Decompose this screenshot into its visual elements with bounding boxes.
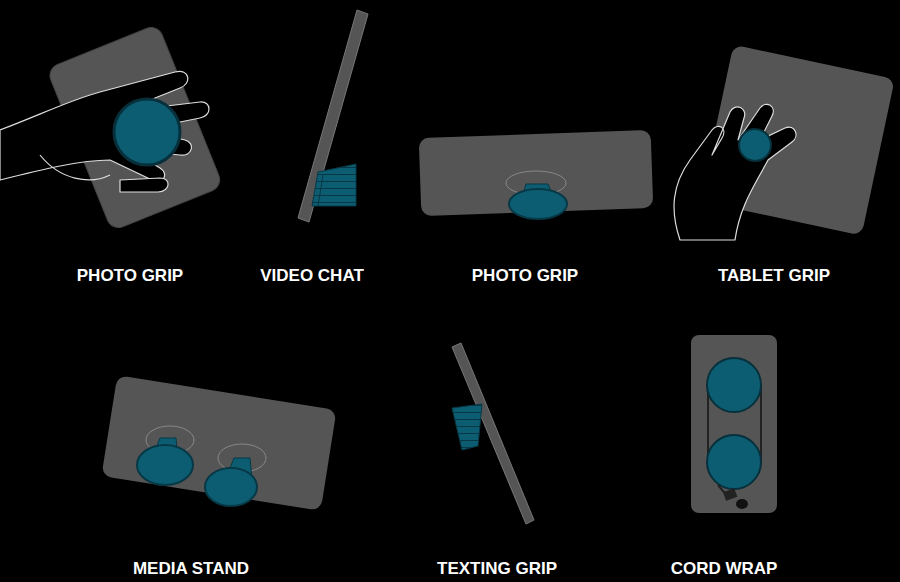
caption-label: MEDIA STAND xyxy=(133,559,249,579)
caption-label: CORD WRAP xyxy=(671,559,778,579)
texting-grip xyxy=(452,343,534,524)
photo-grip-hand xyxy=(0,24,223,231)
media-stand xyxy=(101,375,336,510)
caption-label: PHOTO GRIP xyxy=(77,266,183,286)
video-chat-stand xyxy=(298,10,368,222)
caption-label: VIDEO CHAT xyxy=(260,266,364,286)
caption-label: TEXTING GRIP xyxy=(437,559,557,579)
photo-grip-stand xyxy=(419,130,654,219)
caption-label: PHOTO GRIP xyxy=(472,266,578,286)
tablet-grip xyxy=(674,45,895,240)
cord-wrap xyxy=(691,335,777,513)
caption-label: TABLET GRIP xyxy=(718,266,830,286)
